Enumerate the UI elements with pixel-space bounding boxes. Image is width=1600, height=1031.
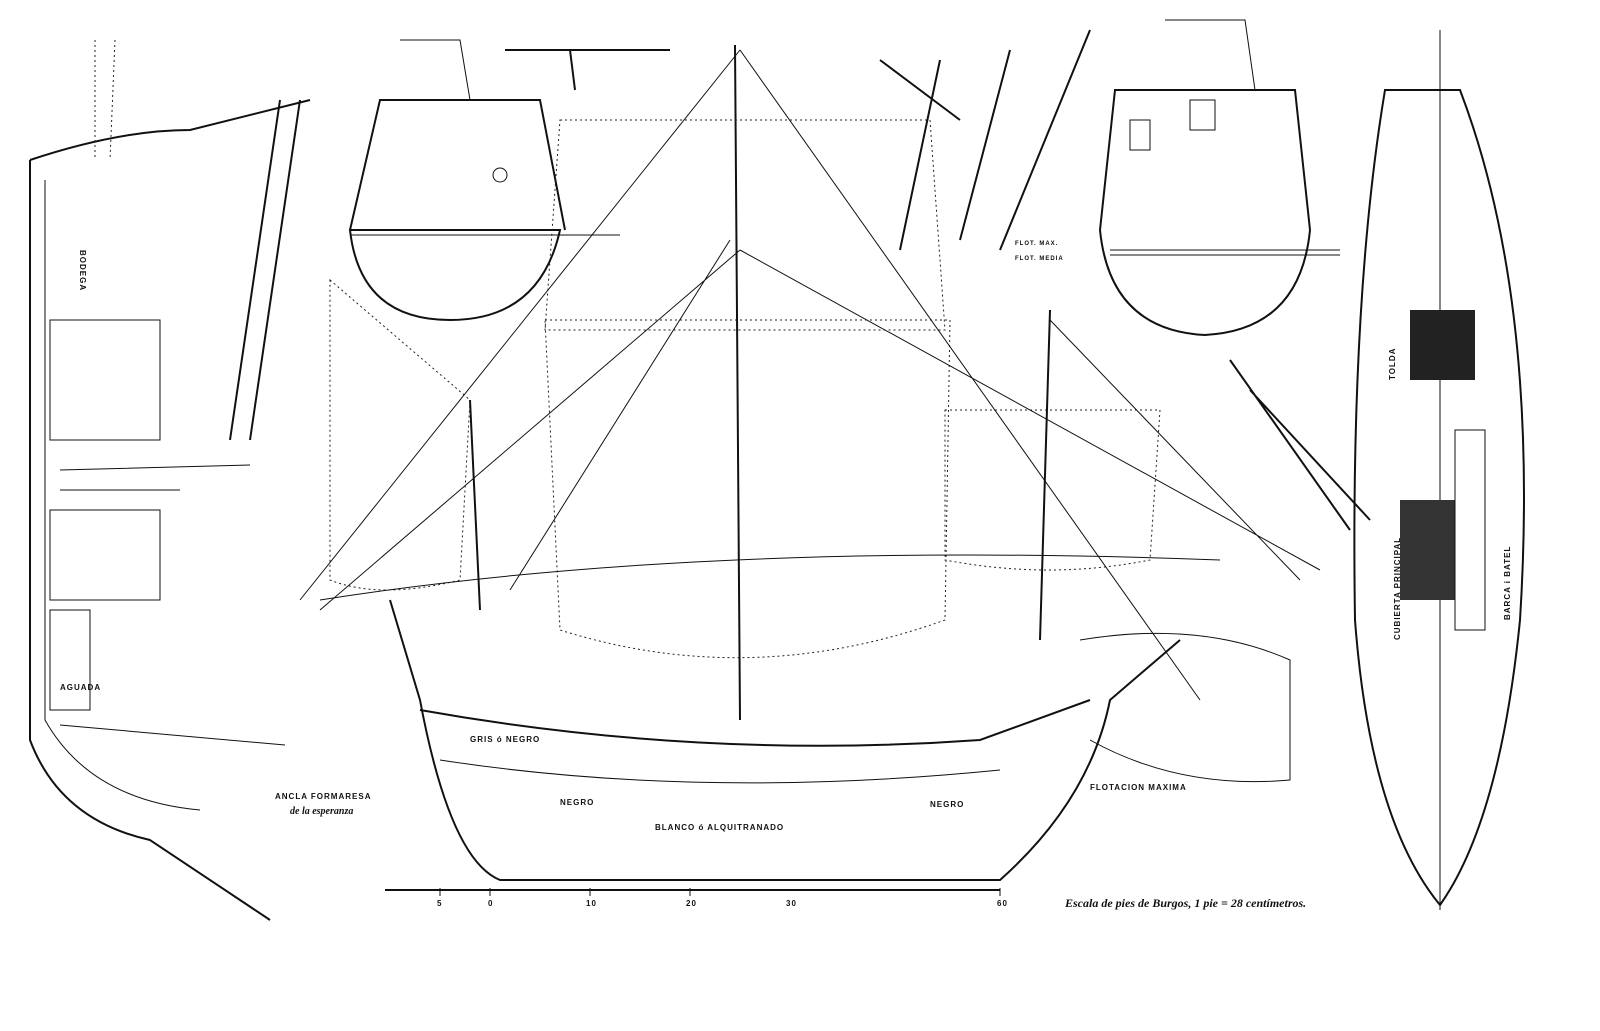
flot-media-label: FLOT. MEDIA [1015,256,1064,262]
grey-black-label: GRIS ó NEGRO [470,735,540,744]
flot-max-label: FLOT. MAX. [1015,241,1058,247]
stern-view [348,39,620,322]
water-label: AGUADA [60,683,101,692]
bow-view [1098,19,1340,337]
poop-label: TOLDA [1388,348,1397,380]
black-label-2: NEGRO [930,800,964,809]
waterline-label: FLOTACION MAXIMA [1090,783,1187,792]
hold-label: BODEGA [78,250,87,291]
scale-tick: 20 [686,899,697,908]
anchor-label: ANCLA FORMARESA [275,792,371,801]
deck-plan [1353,30,1525,910]
main-deck-label: CUBIERTA PRINCIPAL [1393,537,1402,640]
scale-caption: Escala de pies de Burgos, 1 pie = 28 cen… [1064,896,1306,910]
scale-tick: 0 [488,899,493,908]
black-label-1: NEGRO [560,798,594,807]
scale-tick: 60 [997,899,1008,908]
boat-label: BARCA i BATEL [1503,546,1512,620]
white-tar-label: BLANCO ó ALQUITRANADO [655,823,784,832]
scale-tick: 10 [586,899,597,908]
scale-tick: 5 [437,899,442,908]
ship-profile [299,29,1371,881]
scale-tick: 30 [786,899,797,908]
scale-bar [385,888,1001,896]
longitudinal-section [29,39,311,921]
anchor-sub-label: de la esperanza [290,806,353,817]
